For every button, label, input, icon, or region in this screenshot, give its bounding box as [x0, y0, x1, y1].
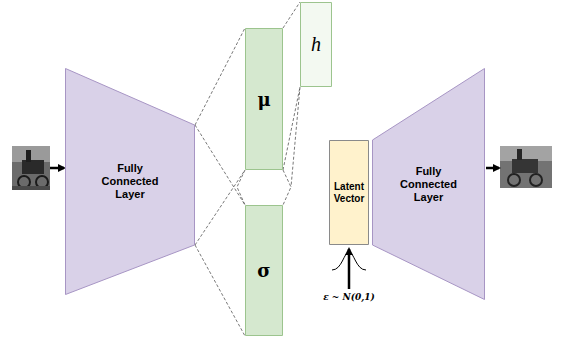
node-label: Latent Vector	[331, 181, 367, 205]
output-image	[500, 146, 552, 188]
hidden-vector: h	[300, 2, 332, 87]
projection-lines	[283, 2, 300, 170]
encoder-layer: Fully Connected Layer	[65, 68, 195, 295]
mean-vector: μ	[245, 28, 283, 170]
noise-label: ε ~ N(0,1)	[322, 292, 376, 302]
output-arrow	[486, 167, 499, 170]
dashed-guide	[291, 87, 300, 187]
node-label: μ	[257, 89, 270, 110]
dashed-guide	[237, 170, 291, 205]
decoder-layer: Fully Connected Layer	[372, 68, 485, 300]
projection-lines	[195, 125, 245, 336]
node-label: h	[311, 33, 321, 56]
node-label: σ	[257, 260, 270, 281]
node-label: Fully Connected Layer	[387, 165, 471, 204]
latent-vector: Latent Vector	[329, 140, 369, 245]
node-label: Fully Connected Layer	[88, 162, 172, 201]
noise-arrow	[348, 249, 351, 289]
input-arrow	[50, 167, 64, 170]
std-vector: σ	[245, 205, 283, 336]
projection-lines	[195, 28, 245, 245]
input-image	[12, 146, 50, 190]
